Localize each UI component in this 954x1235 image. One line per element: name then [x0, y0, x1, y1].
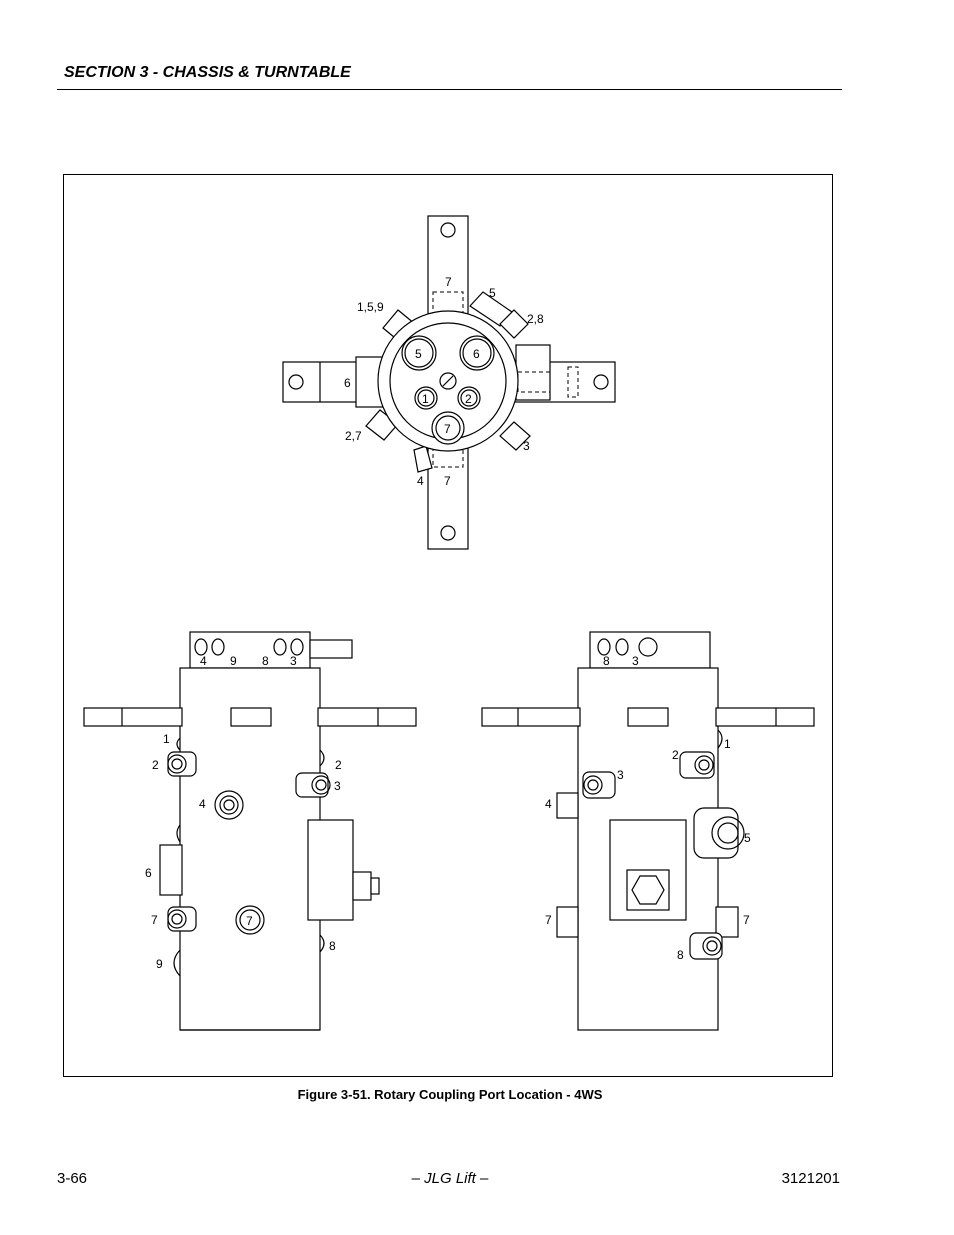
top-label-7-bottom: 7 — [444, 474, 451, 488]
page-number: 3-66 — [57, 1170, 88, 1187]
lv-side-6: 6 — [145, 866, 152, 880]
left-side-view: 4 9 8 3 1 2 4 6 7 9 2 3 8 7 — [83, 631, 417, 1031]
top-label-3: 3 — [523, 439, 530, 453]
lv-top-4: 4 — [200, 654, 207, 668]
lv-side-7: 7 — [151, 913, 158, 927]
rv-top-8: 8 — [603, 654, 610, 668]
top-label-27: 2,7 — [345, 429, 362, 443]
port-2-label: 2 — [465, 392, 472, 406]
port-5-label: 5 — [415, 347, 422, 361]
footer-publisher: – JLG Lift – — [411, 1170, 489, 1187]
lv-right-3: 3 — [334, 779, 341, 793]
lv-top-3: 3 — [290, 654, 297, 668]
lv-right-2: 2 — [335, 758, 342, 772]
rv-side-4: 4 — [545, 797, 552, 811]
top-label-4: 4 — [417, 474, 424, 488]
rv-side-1: 1 — [724, 737, 731, 751]
port-1-label: 1 — [422, 392, 429, 406]
figure-frame — [63, 174, 833, 1077]
section-title: SECTION 3 - CHASSIS & TURNTABLE — [64, 64, 351, 81]
rv-side-2: 2 — [672, 748, 679, 762]
top-view: 7 5 1,5,9 2,8 6 2,7 3 4 7 5 6 1 2 7 — [282, 215, 616, 550]
lv-top-9: 9 — [230, 654, 237, 668]
lv-side-2: 2 — [152, 758, 159, 772]
top-label-5: 5 — [489, 286, 496, 300]
lv-center-7: 7 — [246, 914, 253, 928]
right-side-view: 8 3 2 1 3 4 5 7 7 8 — [481, 631, 815, 1031]
lv-side-9: 9 — [156, 957, 163, 971]
rv-side-7-right: 7 — [743, 913, 750, 927]
top-label-28: 2,8 — [527, 312, 544, 326]
top-label-7: 7 — [445, 275, 452, 289]
top-label-6: 6 — [344, 376, 351, 390]
document-number: 3121201 — [781, 1170, 840, 1187]
top-label-159: 1,5,9 — [357, 300, 384, 314]
lv-side-1: 1 — [163, 732, 170, 746]
header-rule — [57, 89, 842, 90]
lv-side-4: 4 — [199, 797, 206, 811]
rv-top-3: 3 — [632, 654, 639, 668]
rv-side-3: 3 — [617, 768, 624, 782]
rv-side-7-left: 7 — [545, 913, 552, 927]
rv-side-8: 8 — [677, 948, 684, 962]
lv-right-8: 8 — [329, 939, 336, 953]
rv-side-5: 5 — [744, 831, 751, 845]
port-7-label: 7 — [444, 422, 451, 436]
port-6-label: 6 — [473, 347, 480, 361]
figure-caption: Figure 3-51. Rotary Coupling Port Locati… — [297, 1087, 603, 1102]
lv-top-8: 8 — [262, 654, 269, 668]
